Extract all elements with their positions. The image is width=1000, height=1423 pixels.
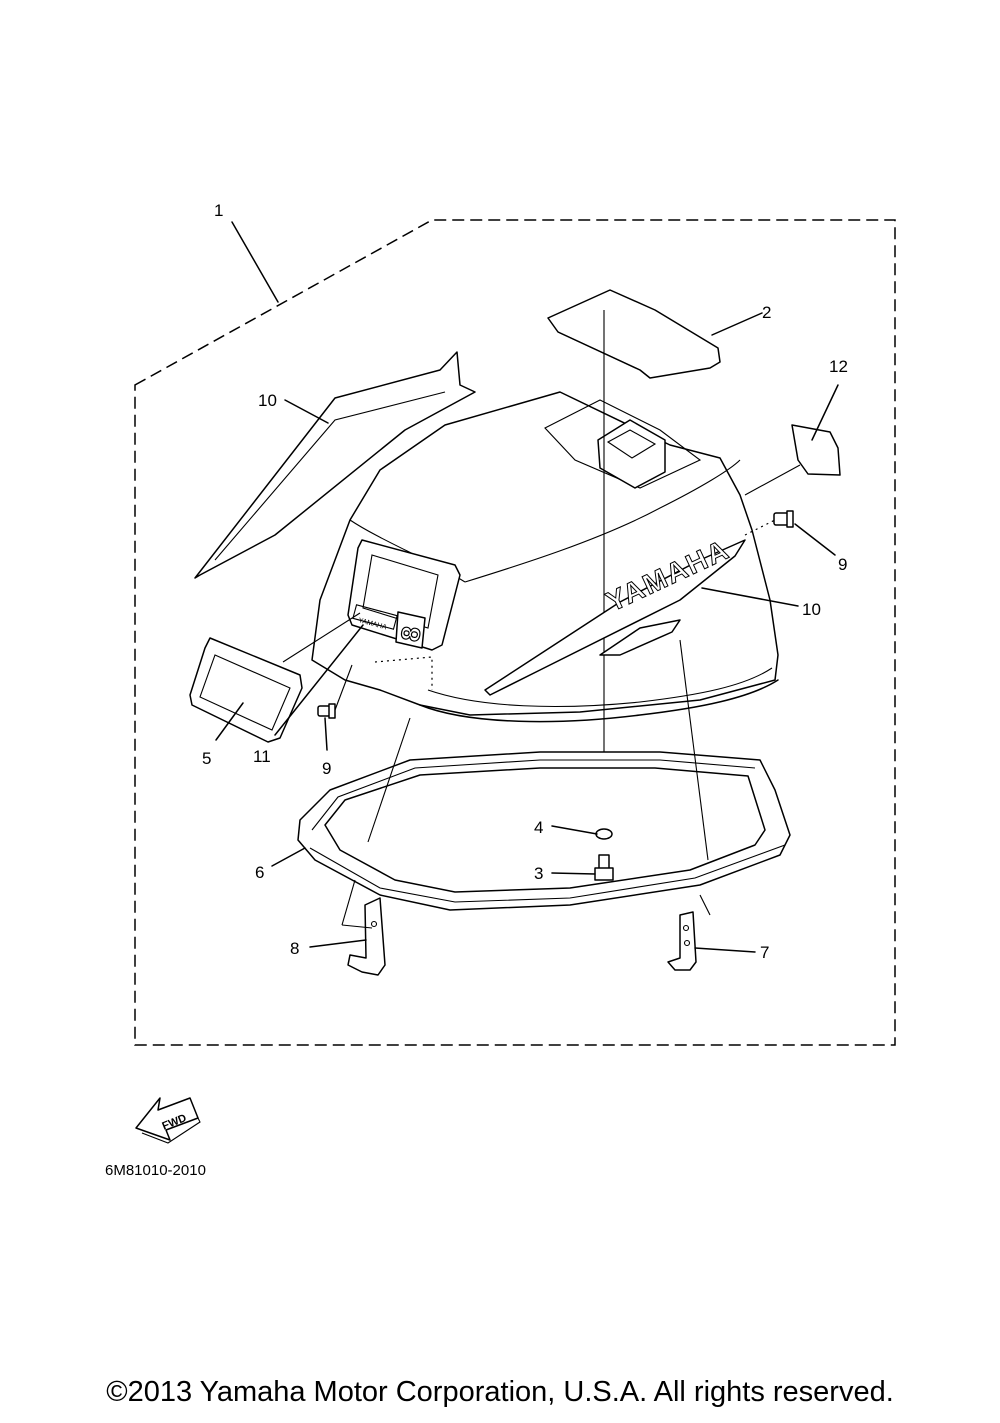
cowling-rim bbox=[419, 679, 779, 723]
callout-6: 6 bbox=[255, 863, 264, 882]
leader-5 bbox=[215, 702, 244, 741]
leader-12 bbox=[811, 384, 839, 441]
bracket-left-guide bbox=[341, 879, 356, 926]
callout-11: 11 bbox=[253, 747, 271, 766]
model-badge bbox=[395, 611, 426, 649]
callout-9a: 9 bbox=[838, 555, 847, 574]
callout-10a: 10 bbox=[258, 391, 277, 410]
leader-5-link bbox=[282, 612, 361, 663]
leader-1 bbox=[231, 221, 279, 303]
leader-3 bbox=[551, 872, 596, 875]
leader-9a bbox=[794, 523, 836, 556]
callout-5: 5 bbox=[202, 749, 211, 768]
side-stripe-right-lower bbox=[599, 619, 681, 656]
side-decal-left-inner bbox=[214, 391, 446, 561]
callout-12: 12 bbox=[829, 357, 848, 376]
leader-12-link bbox=[744, 464, 801, 496]
callout-2: 2 bbox=[762, 303, 771, 322]
front-window-frame bbox=[347, 539, 461, 651]
screw-left-guide bbox=[374, 656, 433, 690]
callout-8: 8 bbox=[290, 939, 299, 958]
washer bbox=[595, 828, 613, 840]
leader-10b bbox=[701, 587, 799, 607]
top-recess bbox=[544, 399, 702, 489]
cowling-ridge bbox=[464, 459, 741, 583]
leader-10a bbox=[284, 399, 329, 424]
front-window-opening bbox=[362, 554, 439, 629]
guide-line-left bbox=[367, 717, 411, 843]
leader-2 bbox=[711, 312, 763, 336]
leader-9b bbox=[324, 717, 328, 751]
copyright-notice: ©2013 Yamaha Motor Corporation, U.S.A. A… bbox=[106, 1376, 894, 1408]
callout-3: 3 bbox=[534, 864, 543, 883]
leader-7 bbox=[694, 947, 756, 953]
bracket-left-guide2 bbox=[341, 924, 373, 929]
window-frame-part bbox=[189, 637, 303, 743]
bracket-left bbox=[347, 897, 386, 976]
emblem-plate bbox=[352, 604, 398, 630]
leader-6 bbox=[271, 847, 306, 867]
fwd-arrow-icon: FWD bbox=[135, 1097, 201, 1144]
bolt bbox=[594, 854, 614, 881]
small-decal bbox=[791, 424, 841, 476]
diagram-code: 6M81010-2010 bbox=[105, 1162, 206, 1179]
bracket-right bbox=[667, 911, 697, 971]
callout-10b: 10 bbox=[802, 600, 821, 619]
callout-4: 4 bbox=[534, 818, 543, 837]
top-cover-edge bbox=[557, 331, 651, 379]
screw-right bbox=[773, 510, 794, 528]
leader-4 bbox=[551, 825, 598, 835]
side-stripe-right bbox=[484, 539, 746, 696]
guide-line-right bbox=[679, 639, 709, 861]
cowling-seal-inner bbox=[324, 767, 766, 893]
callout-9b: 9 bbox=[322, 759, 331, 778]
cowling-rim-inner bbox=[427, 667, 773, 707]
screw-left-axis bbox=[334, 664, 353, 711]
callout-7: 7 bbox=[760, 943, 769, 962]
top-box bbox=[597, 419, 666, 489]
bracket-right-guide bbox=[699, 894, 711, 916]
model-number-text: 8 bbox=[395, 624, 427, 643]
cowling-seal-groove-lower bbox=[309, 844, 786, 903]
assembly-boundary bbox=[134, 219, 896, 1046]
window-frame-part-inner bbox=[199, 654, 291, 731]
side-decal-left bbox=[194, 351, 476, 579]
cowling-seal-groove bbox=[311, 759, 756, 831]
callout-1: 1 bbox=[214, 201, 223, 220]
screw-left bbox=[317, 703, 336, 719]
top-box-inner bbox=[606, 429, 657, 459]
top-cover bbox=[547, 289, 721, 379]
leader-8 bbox=[309, 939, 367, 948]
leader-11 bbox=[274, 624, 364, 736]
